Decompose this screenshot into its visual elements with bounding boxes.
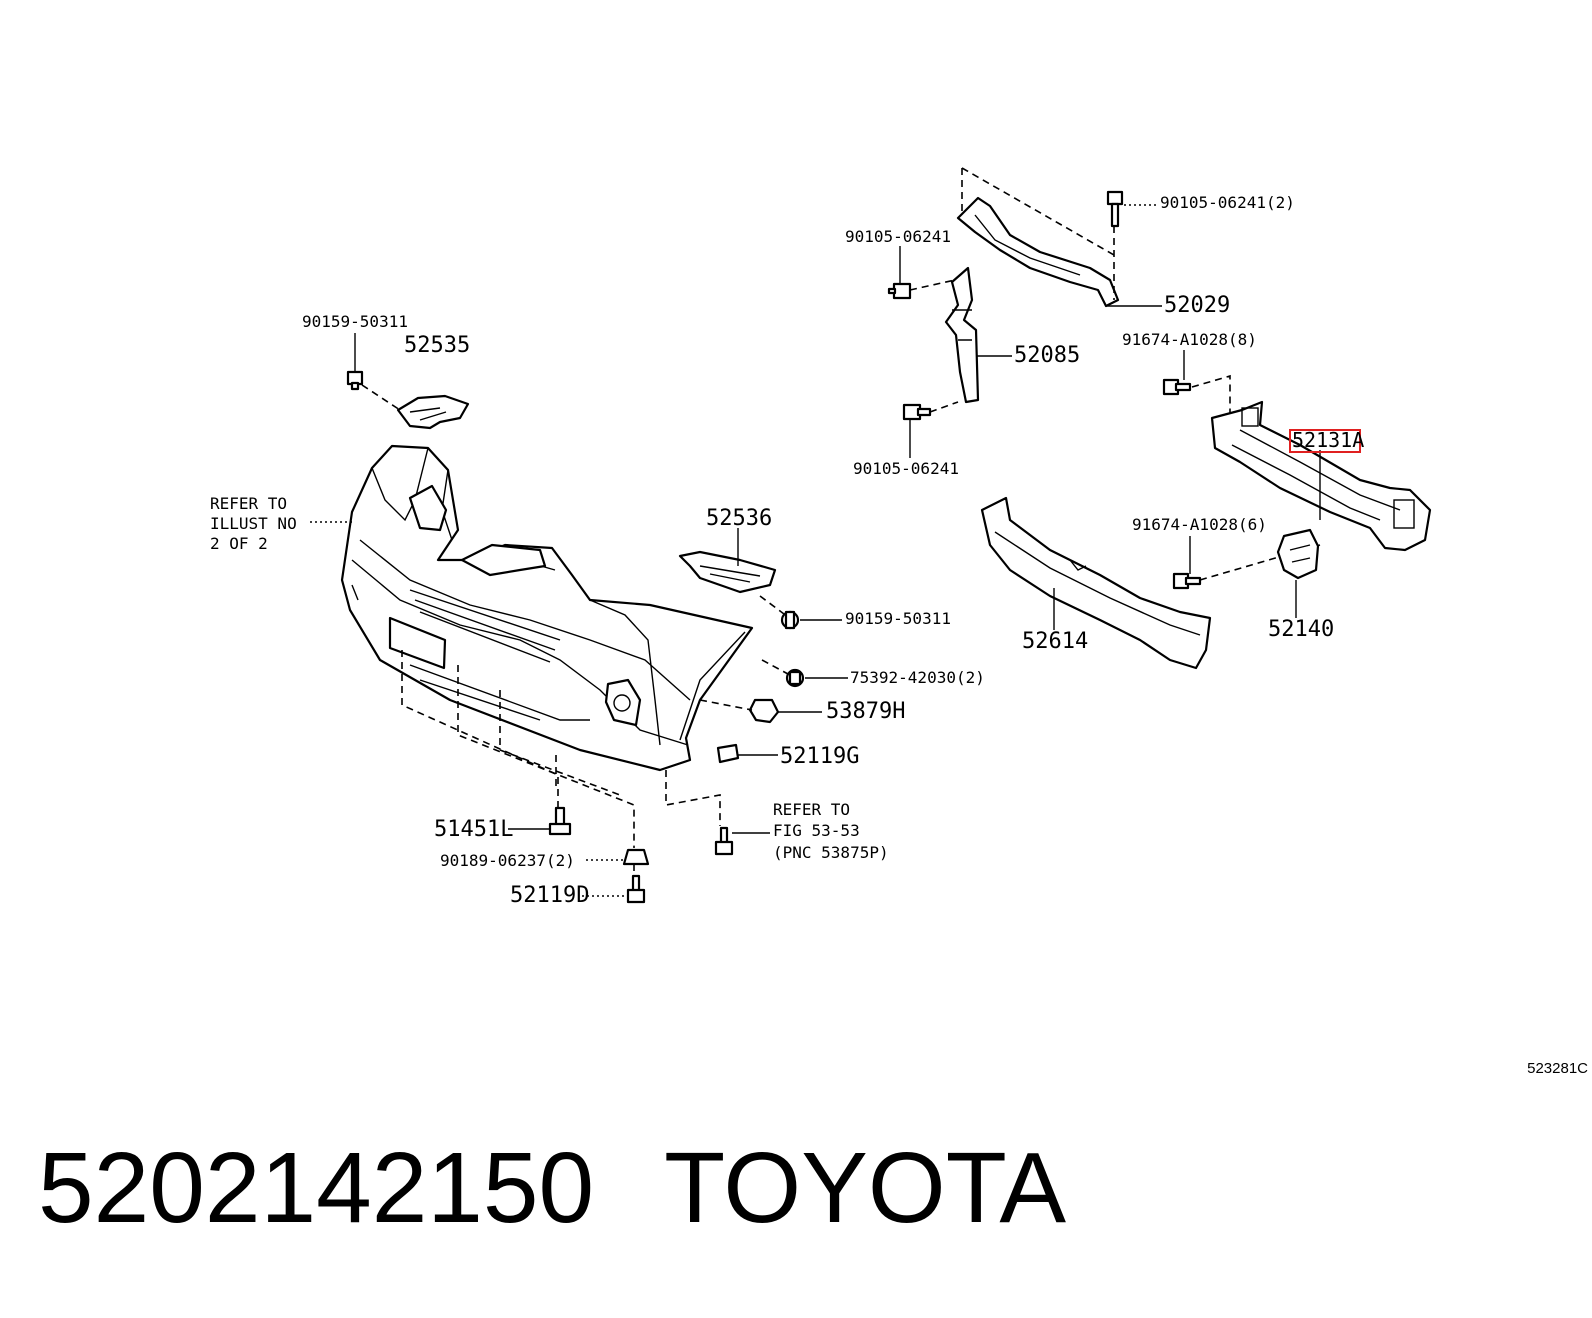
bracket-52535[interactable] [396,394,470,430]
bolt-90105-bottom[interactable] [902,403,932,421]
brand-name: TOYOTA [664,1132,1067,1244]
label-51451L: 51451L [434,817,513,842]
label-90189: 90189-06237(2) [440,851,575,870]
label-52085: 52085 [1014,343,1080,368]
clip-90159-top[interactable] [346,370,364,391]
label-91674-8: 91674-A1028(8) [1122,330,1257,349]
cover-guide-lines [401,650,721,876]
support-dash-lines [909,167,1115,413]
label-91674-6: 91674-A1028(6) [1132,515,1267,534]
label-refer-illust-3: 2 OF 2 [210,534,268,553]
bracket-52536[interactable] [678,550,777,594]
bumper-side-bracket [408,484,547,577]
support-52085[interactable] [944,266,980,404]
label-90105-top: 90105-06241(2) [1160,193,1295,212]
label-refer-illust-1: REFER TO [210,494,287,513]
bumper-cover[interactable] [340,444,754,772]
bolt-refer-fig[interactable] [714,826,734,856]
label-refer-fig-2: FIG 53-53 [773,821,860,840]
bolt-51451L[interactable] [548,806,572,836]
figure-code: 523281C [1527,1060,1588,1077]
screw-52119D[interactable] [626,874,646,904]
retainer-52119G[interactable] [716,743,740,764]
label-refer-illust-2: ILLUST NO [210,514,297,533]
caption: 5202142150 TOYOTA [38,1128,1066,1248]
bolt-91674-6[interactable] [1172,572,1202,590]
bracket-52140[interactable] [1276,528,1320,580]
label-52614: 52614 [1022,629,1088,654]
label-53879H: 53879H [826,699,905,724]
label-75392: 75392-42030(2) [850,668,985,687]
part-number: 5202142150 [38,1132,595,1244]
label-52119D: 52119D [510,883,589,908]
label-52140: 52140 [1268,617,1334,642]
absorber-52614[interactable] [980,496,1212,670]
label-90159-mid: 90159-50311 [845,609,951,628]
label-52029: 52029 [1164,293,1230,318]
label-90105-bottom: 90105-06241 [853,459,959,478]
highlight-52131A [1289,429,1361,453]
bolt-91674-8[interactable] [1162,378,1192,396]
label-52131A: 52131A [1292,428,1364,452]
label-refer-fig-1: REFER TO [773,800,850,819]
nut-90189[interactable] [622,848,650,866]
screw-90159-mid[interactable] [780,610,800,630]
label-52535: 52535 [404,333,470,358]
screw-75392[interactable] [785,668,805,688]
support-52029[interactable] [956,196,1120,308]
label-90105-left: 90105-06241 [845,227,951,246]
label-52119G: 52119G [780,744,859,769]
bolt-90105-left[interactable] [887,282,912,300]
label-52536: 52536 [706,506,772,531]
label-refer-fig-3: (PNC 53875P) [773,843,889,862]
label-90159-top: 90159-50311 [302,312,408,331]
bolt-90105-top[interactable] [1106,190,1124,228]
clip-53879H[interactable] [748,698,780,724]
